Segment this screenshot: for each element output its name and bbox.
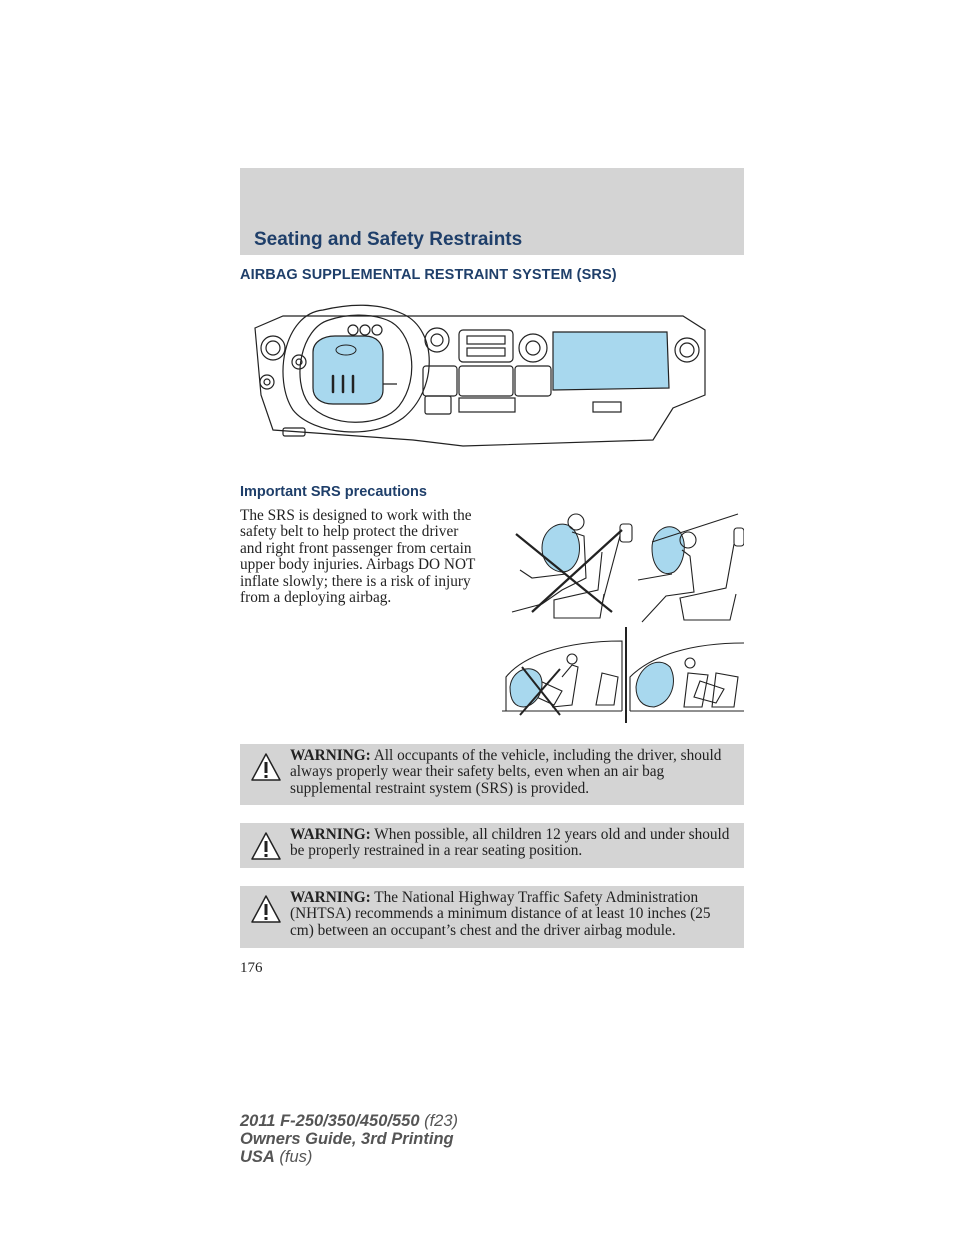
footer-line-1: 2011 F-250/350/450/550 (f23) — [240, 1112, 459, 1130]
warning-box-1: WARNING: All occupants of the vehicle, i… — [240, 744, 744, 805]
subheading: Important SRS precautions — [240, 484, 427, 500]
dashboard-airbag-illustration — [254, 304, 706, 447]
warning-text: When possible, all children 12 years old… — [290, 826, 730, 860]
warning-text: All occupants of the vehicle, including … — [290, 747, 722, 797]
footer-line-2: Owners Guide, 3rd Printing — [240, 1130, 454, 1148]
warning-box-2: WARNING: When possible, all children 12 … — [240, 823, 744, 868]
warning-text: The National Highway Traffic Safety Admi… — [290, 889, 711, 939]
warning-box-3: WARNING: The National Highway Traffic Sa… — [240, 886, 744, 948]
warning-label: WARNING: — [290, 889, 371, 906]
warning-triangle-icon — [251, 895, 281, 923]
warning-triangle-icon — [251, 832, 281, 860]
occupant-position-illustration — [511, 513, 744, 623]
page-heading: AIRBAG SUPPLEMENTAL RESTRAINT SYSTEM (SR… — [240, 267, 617, 283]
footer: 2011 F-250/350/450/550 (f23) Owners Guid… — [240, 1112, 458, 1166]
section-title: Seating and Safety Restraints — [254, 229, 523, 250]
warning-triangle-icon — [251, 753, 281, 781]
child-seat-illustration — [502, 627, 744, 723]
intro-paragraph: The SRS is designed to work with the saf… — [240, 507, 476, 607]
header-band: Seating and Safety Restraints — [240, 168, 744, 255]
warning-label: WARNING: — [290, 826, 371, 843]
footer-line-3: USA (fus) — [240, 1148, 313, 1166]
warning-label: WARNING: — [290, 747, 371, 764]
page-number: 176 — [240, 960, 263, 976]
